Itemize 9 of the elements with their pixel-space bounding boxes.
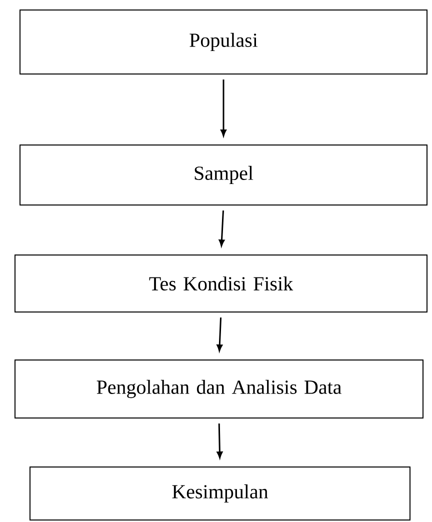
process-box: Tes Kondisi Fisik	[14, 254, 428, 312]
process-box: Kesimpulan	[30, 466, 410, 520]
process-box: Sampel	[20, 144, 428, 206]
arrow	[220, 80, 226, 136]
arrow	[216, 423, 223, 458]
arrow	[218, 210, 225, 246]
arrow	[216, 317, 223, 352]
process-box: Pengolahan dan Analisis Data	[14, 360, 424, 418]
process-box: Populasi	[20, 10, 428, 74]
